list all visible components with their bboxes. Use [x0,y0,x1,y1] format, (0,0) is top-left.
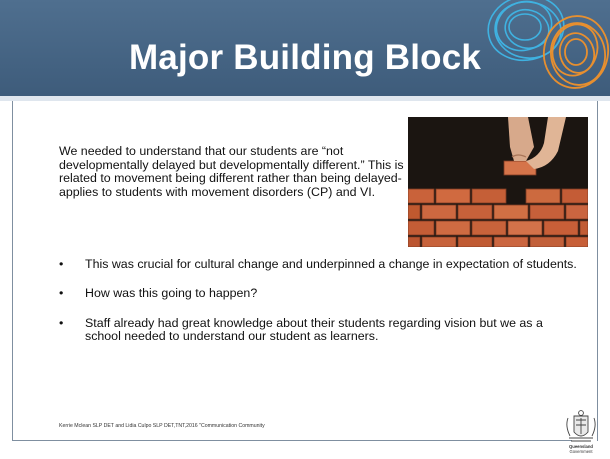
logo-line1: Queensland [569,444,593,449]
bullet-item: • Staff already had great knowledge abou… [59,317,579,342]
intro-paragraph: We needed to understand that our student… [59,144,404,199]
bullet-marker: • [59,285,64,300]
frame-right-line [597,101,598,441]
bullet-item: • This was crucial for cultural change a… [59,258,579,271]
bullet-marker: • [59,257,64,271]
queensland-government-logo: Queensland Government [566,410,596,454]
frame-bottom-line [12,440,572,441]
footer-credit: Kerrie Mclean SLP DET and Lidia Culpo SL… [59,423,265,429]
decorative-rings-icon [487,0,610,89]
bullet-marker: • [59,316,64,331]
logo-line2: Government [569,449,593,454]
bullet-text: This was crucial for cultural change and… [85,257,577,271]
bullet-item: • How was this going to happen? [59,285,579,300]
frame-left-line [12,101,13,441]
queensland-government-crest-icon [566,410,596,442]
bullet-text: Staff already had great knowledge about … [85,316,543,343]
bullet-text: How was this going to happen? [85,285,258,300]
bullet-list: • This was crucial for cultural change a… [59,258,579,342]
banner-underline [0,96,610,101]
brick-wall-photo [408,117,588,247]
slide-title: Major Building Block [128,38,482,77]
